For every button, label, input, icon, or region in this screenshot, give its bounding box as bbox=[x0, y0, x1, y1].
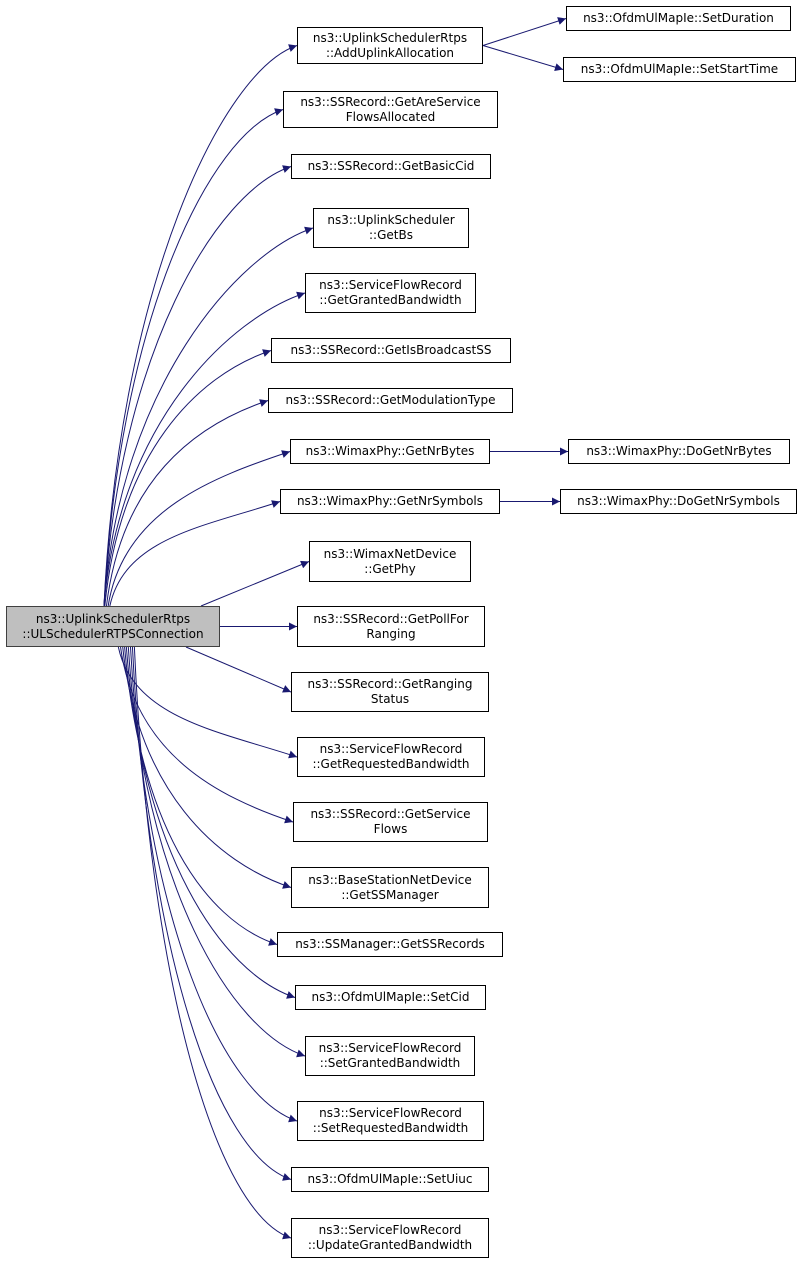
node-set-requested-bandwidth[interactable]: ns3::ServiceFlowRecord::SetRequestedBand… bbox=[297, 1101, 484, 1141]
node-label-line: ::UpdateGrantedBandwidth bbox=[307, 1238, 473, 1252]
node-label-line: Flows bbox=[373, 822, 408, 836]
edge-root-to-get-ss-manager bbox=[122, 646, 292, 889]
node-label-line: ns3::SSRecord::GetRanging bbox=[307, 677, 473, 691]
node-label-line: ns3::SSRecord::GetService bbox=[310, 807, 471, 821]
node-label-line: ns3::ServiceFlowRecord bbox=[318, 1223, 462, 1237]
node-label-line: ::GetPhy bbox=[364, 561, 416, 576]
edge-root-to-get-requested-bandwidth bbox=[117, 646, 298, 759]
node-get-nr-symbols[interactable]: ns3::WimaxPhy::GetNrSymbols bbox=[280, 489, 500, 514]
node-label-line: ns3::WimaxPhy::GetNrSymbols bbox=[296, 494, 484, 508]
edge-root-to-set-uiuc bbox=[131, 646, 292, 1181]
node-label-line: Ranging bbox=[366, 626, 416, 641]
node-label-line: ns3::OfdmUlMapIe::SetStartTime bbox=[580, 62, 779, 76]
edge-add-uplink-allocation-to-set-duration bbox=[482, 17, 567, 46]
node-label-line: ns3::WimaxPhy::DoGetNrBytes bbox=[586, 444, 772, 458]
edge-root-to-add-uplink-allocation bbox=[103, 44, 298, 607]
node-get-basic-cid[interactable]: ns3::SSRecord::GetBasicCid bbox=[291, 154, 491, 179]
node-label-line: ns3::WimaxPhy::DoGetNrSymbols bbox=[577, 494, 780, 508]
edge-root-to-get-granted-bandwidth bbox=[103, 291, 306, 607]
node-label-line: ns3::WimaxNetDevice bbox=[323, 546, 457, 561]
node-label-line: ns3::WimaxPhy::GetNrBytes bbox=[305, 444, 475, 458]
edge-root-to-get-are-service-flows-allocated bbox=[103, 108, 284, 607]
node-get-is-broadcast-ss[interactable]: ns3::SSRecord::GetIsBroadcastSS bbox=[271, 338, 511, 363]
edge-root-to-get-phy bbox=[200, 560, 310, 607]
node-set-duration[interactable]: ns3::OfdmUlMapIe::SetDuration bbox=[566, 6, 791, 31]
node-label-line: ns3::BaseStationNetDevice bbox=[308, 872, 472, 887]
edge-root-to-get-bs bbox=[103, 226, 314, 607]
node-get-granted-bandwidth[interactable]: ns3::ServiceFlowRecord::GetGrantedBandwi… bbox=[305, 273, 476, 313]
node-get-nr-bytes[interactable]: ns3::WimaxPhy::GetNrBytes bbox=[290, 439, 490, 464]
node-update-granted-bandwidth[interactable]: ns3::ServiceFlowRecord::UpdateGrantedBan… bbox=[291, 1218, 489, 1258]
node-label-line: ns3::SSRecord::GetPollFor bbox=[313, 611, 469, 626]
node-get-phy[interactable]: ns3::WimaxNetDevice::GetPhy bbox=[309, 541, 471, 582]
edge-root-to-set-granted-bandwidth bbox=[127, 646, 306, 1058]
node-get-bs[interactable]: ns3::UplinkScheduler::GetBs bbox=[313, 208, 469, 248]
node-set-uiuc[interactable]: ns3::OfdmUlMapIe::SetUiuc bbox=[291, 1167, 489, 1192]
node-add-uplink-allocation[interactable]: ns3::UplinkSchedulerRtps::AddUplinkAlloc… bbox=[297, 27, 483, 64]
node-label-line: ns3::ServiceFlowRecord bbox=[319, 742, 463, 756]
node-label-line: ns3::SSRecord::GetModulationType bbox=[285, 393, 496, 407]
node-label-line: ::AddUplinkAllocation bbox=[325, 45, 455, 60]
edge-root-to-update-granted-bandwidth bbox=[133, 646, 292, 1240]
node-label-line: ns3::SSRecord::GetAreService bbox=[300, 94, 481, 109]
node-label-line: ns3::OfdmUlMapIe::SetCid bbox=[311, 990, 470, 1004]
edge-root-to-get-ss-records bbox=[124, 646, 278, 946]
node-label-line: ns3::SSRecord::GetBasicCid bbox=[307, 159, 475, 173]
node-set-cid[interactable]: ns3::OfdmUlMapIe::SetCid bbox=[295, 985, 486, 1010]
node-get-ss-records[interactable]: ns3::SSManager::GetSSRecords bbox=[277, 932, 503, 957]
node-label-line: ::SetGrantedBandwidth bbox=[319, 1056, 461, 1070]
node-label-line: ::SetRequestedBandwidth bbox=[312, 1121, 469, 1135]
node-label-line: FlowsAllocated bbox=[345, 109, 436, 124]
node-get-ss-manager[interactable]: ns3::BaseStationNetDevice::GetSSManager bbox=[291, 867, 489, 908]
node-root: ns3::UplinkSchedulerRtps::ULSchedulerRTP… bbox=[6, 606, 220, 647]
node-label-line: ns3::OfdmUlMapIe::SetUiuc bbox=[307, 1172, 473, 1186]
edge-add-uplink-allocation-to-set-start-time bbox=[482, 45, 564, 72]
node-label-line: Status bbox=[370, 692, 410, 706]
node-get-modulation-type[interactable]: ns3::SSRecord::GetModulationType bbox=[268, 388, 513, 413]
edge-root-to-get-basic-cid bbox=[103, 165, 292, 607]
node-label-line: ::GetBs bbox=[369, 228, 413, 242]
node-set-granted-bandwidth[interactable]: ns3::ServiceFlowRecord::SetGrantedBandwi… bbox=[305, 1036, 475, 1076]
node-set-start-time[interactable]: ns3::OfdmUlMapIe::SetStartTime bbox=[563, 57, 796, 82]
node-do-get-nr-bytes[interactable]: ns3::WimaxPhy::DoGetNrBytes bbox=[568, 439, 790, 464]
node-label-line: ns3::OfdmUlMapIe::SetDuration bbox=[583, 11, 774, 25]
node-label-line: ::GetSSManager bbox=[341, 887, 439, 902]
edge-root-to-get-is-broadcast-ss bbox=[104, 349, 272, 607]
node-label-line: ::GetGrantedBandwidth bbox=[319, 293, 462, 307]
node-label-line: ns3::UplinkScheduler bbox=[327, 213, 455, 227]
node-label-line: ns3::SSRecord::GetIsBroadcastSS bbox=[290, 343, 492, 357]
node-label-line: ns3::UplinkSchedulerRtps bbox=[312, 30, 468, 45]
node-label-line: ::ULSchedulerRTPSConnection bbox=[22, 626, 204, 641]
edge-root-to-get-ranging-status bbox=[185, 646, 292, 693]
edge-root-to-get-nr-symbols bbox=[109, 500, 281, 607]
node-label-line: ns3::ServiceFlowRecord bbox=[319, 1106, 462, 1120]
edge-root-to-get-nr-bytes bbox=[107, 450, 291, 607]
node-label-line: ns3::ServiceFlowRecord bbox=[319, 278, 462, 292]
node-label-line: ::GetRequestedBandwidth bbox=[312, 757, 470, 771]
node-label-line: ns3::UplinkSchedulerRtps bbox=[35, 611, 191, 626]
node-do-get-nr-symbols[interactable]: ns3::WimaxPhy::DoGetNrSymbols bbox=[560, 489, 797, 514]
node-label-line: ns3::ServiceFlowRecord bbox=[318, 1041, 462, 1055]
node-get-requested-bandwidth[interactable]: ns3::ServiceFlowRecord::GetRequestedBand… bbox=[297, 737, 485, 777]
node-label-line: ns3::SSManager::GetSSRecords bbox=[295, 937, 485, 951]
edge-root-to-get-modulation-type bbox=[105, 399, 269, 607]
